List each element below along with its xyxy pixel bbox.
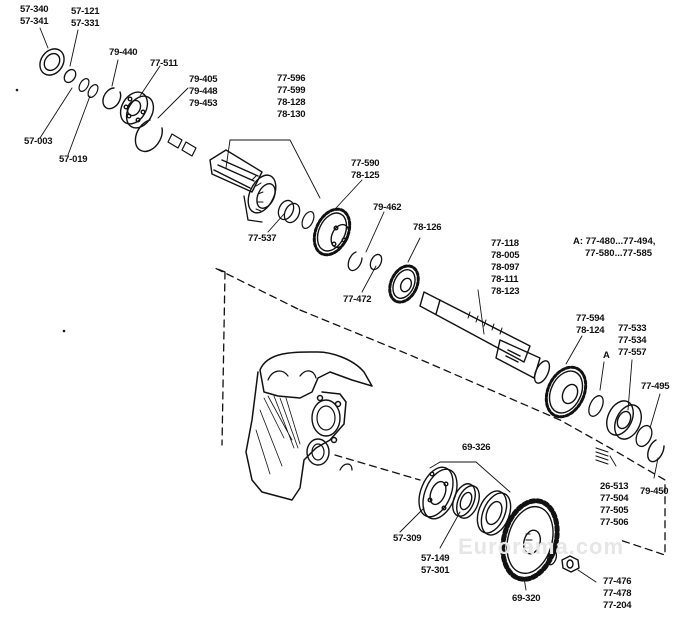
spacer-ring	[63, 68, 77, 84]
callout-69-320: 69-320	[512, 593, 541, 604]
callout-78-126: 78-126	[413, 222, 442, 233]
dashed-outline	[214, 267, 666, 556]
callout-77-537: 77-537	[248, 233, 277, 244]
needle-bearings	[167, 133, 197, 157]
gear-first	[544, 365, 588, 419]
callout-77-533: 77-533 77-534 77-557	[618, 323, 647, 358]
sprocket-nut	[561, 555, 580, 573]
callout-57-309: 57-309	[393, 533, 422, 544]
note-line-2: 77-580...77-585	[585, 248, 653, 259]
speck-1	[15, 88, 19, 92]
gearbox-housing	[245, 351, 373, 501]
leader-lines	[39, 27, 661, 591]
spring	[595, 447, 609, 465]
countershaft	[419, 291, 551, 384]
callout-79-462: 79-462	[373, 202, 402, 213]
callout-77-472: 77-472	[343, 294, 372, 305]
sprocket-seal	[452, 483, 480, 519]
lock-washer	[546, 550, 558, 566]
washer-a	[588, 395, 604, 417]
callout-77-495: 77-495	[641, 381, 670, 392]
o-ring-2	[87, 84, 99, 98]
callout-69-326: 69-326	[462, 442, 491, 453]
callout-a: A	[603, 350, 610, 361]
mainshaft-gear	[209, 149, 277, 223]
gear-third	[388, 264, 420, 304]
callout-57-340: 57-340 57-341	[20, 4, 49, 27]
callout-77-594: 77-594 78-124	[576, 313, 605, 336]
watermark: Eurorama.com	[458, 534, 625, 559]
thrust-washer	[301, 210, 315, 230]
seal-ring	[39, 48, 65, 76]
callout-57-149: 57-149 57-301	[421, 553, 450, 576]
callout-79-450: 79-450	[640, 486, 669, 497]
callout-77-511: 77-511	[150, 58, 178, 69]
callout-77-118: 77-118 78-005 78-097 78-111 78-123	[491, 238, 520, 297]
callout-79-440: 79-440	[109, 47, 138, 58]
ball-bearing	[119, 91, 155, 129]
circlip-3	[347, 251, 363, 272]
washer-2	[369, 253, 383, 271]
speck-2	[62, 329, 66, 333]
callout-77-590: 77-590 78-125	[351, 158, 380, 181]
callout-57-019: 57-019	[59, 154, 88, 165]
callout-26-513: 26-513 77-504 77-505 77-506	[600, 481, 629, 528]
circlip-2	[134, 119, 163, 153]
dashed-outline-lower	[334, 454, 421, 481]
callout-77-476: 77-476 77-478 77-204	[603, 576, 632, 611]
drive-sprocket	[500, 498, 560, 582]
callout-57-003: 57-003	[24, 136, 53, 147]
o-ring-1	[78, 78, 90, 92]
circlip-4	[647, 439, 665, 463]
callout-57-121: 57-121 57-331	[71, 6, 100, 29]
bushing	[277, 199, 301, 224]
circlip-1	[102, 87, 122, 110]
note-line-1: A: 77-480...77-494,	[573, 236, 656, 247]
bearing-housing	[606, 400, 642, 440]
callout-77-596: 77-596 77-599 78-128 78-130	[277, 73, 306, 120]
gear-second	[312, 207, 352, 257]
o-ring-3	[635, 424, 653, 448]
callout-79-405: 79-405 79-448 79-453	[189, 74, 218, 109]
